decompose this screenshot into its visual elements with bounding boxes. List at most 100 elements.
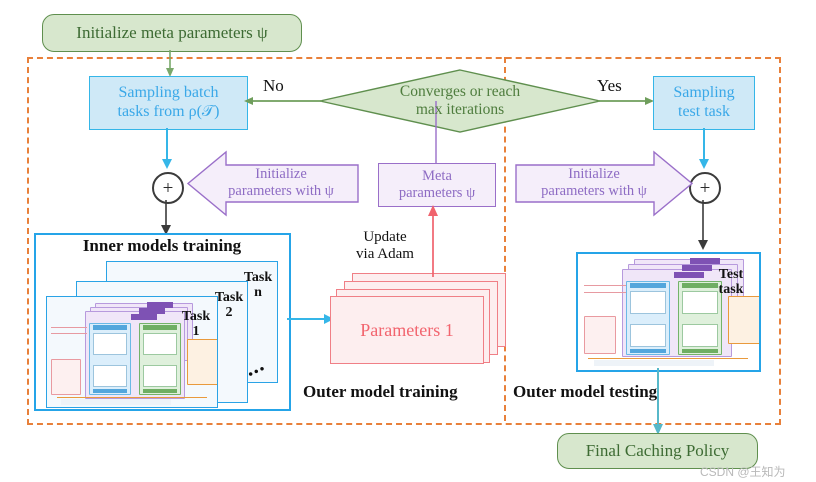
test-task-label: Test task xyxy=(709,262,753,304)
mini-critic-footer xyxy=(143,389,177,393)
test-environment-panel xyxy=(584,316,616,354)
test-agent-tag-2 xyxy=(682,265,712,271)
final-caching-policy-label: Final Caching Policy xyxy=(585,441,730,461)
line-meta-to-decision xyxy=(435,101,437,163)
test-critic-net-target xyxy=(682,324,718,347)
arrow-plus-right-to-test xyxy=(698,200,708,250)
arrow-yes-branch xyxy=(598,97,654,105)
arrow-no-branch xyxy=(244,97,322,105)
init-params-right-arrow-shape xyxy=(515,150,694,217)
test-update-line xyxy=(588,358,748,359)
test-agent-tag-3 xyxy=(690,258,720,264)
sampling-test-line2: test task xyxy=(678,103,730,120)
mini-agent-tag-2 xyxy=(139,308,165,314)
plus-circle-right: + xyxy=(689,172,721,204)
init-params-left-label: Initialize parameters with ψ xyxy=(210,163,352,203)
test-task-container xyxy=(576,252,761,372)
init-left-line2: parameters with ψ xyxy=(228,183,334,199)
mini-critic-header xyxy=(143,325,177,330)
decision-yes-label: Yes xyxy=(597,76,622,95)
parameters-label: Parameters 1 xyxy=(360,319,454,340)
test-formula-box xyxy=(594,360,714,366)
plus-circle-left: + xyxy=(152,172,184,204)
start-node-label: Initialize meta parameters ψ xyxy=(76,23,268,43)
task-card-n-label: Task n xyxy=(239,266,277,306)
update-adam-line2: via Adam xyxy=(356,246,414,262)
sampling-batch-line1: Sampling batch xyxy=(118,84,219,102)
mini-flow-line-a xyxy=(51,327,87,328)
task-2-line1: Task xyxy=(214,290,244,306)
arrow-inner-to-parameters xyxy=(287,314,334,324)
test-flow-line-b xyxy=(584,292,626,293)
arrow-test-to-final-policy xyxy=(653,368,663,435)
decision-no-label: No xyxy=(263,76,284,95)
meta-params-line2: parameters ψ xyxy=(398,185,476,201)
sampling-batch-line2: tasks from ρ(𝒯) xyxy=(117,103,220,120)
inner-models-training-label: Inner models training xyxy=(82,236,242,255)
watermark: CSDN @王知为 xyxy=(700,465,786,479)
task-n-line2: n xyxy=(254,285,262,300)
outer-model-testing-label: Outer model testing xyxy=(513,382,658,401)
plus-right-label: + xyxy=(699,177,711,199)
start-node: Initialize meta parameters ψ xyxy=(42,14,302,52)
test-critic-header xyxy=(682,283,718,288)
parameters-card-front: Parameters 1 xyxy=(330,296,484,364)
decision-line2: max iterations xyxy=(415,101,505,118)
train-test-divider xyxy=(504,57,506,421)
mini-replay-buffer xyxy=(187,339,217,385)
task-n-line1: Task xyxy=(243,270,273,286)
test-replay-buffer xyxy=(728,296,759,344)
test-task-line2: task xyxy=(718,282,744,297)
meta-params-line1: Meta xyxy=(422,168,452,185)
arrow-start-to-sampling xyxy=(166,50,174,77)
test-actor-header xyxy=(630,283,666,288)
mini-actor-net-online xyxy=(93,333,127,355)
outer-dashed-boundary xyxy=(27,57,781,425)
test-flow-line-a xyxy=(584,285,626,286)
test-critic-footer xyxy=(682,349,718,353)
test-actor-footer xyxy=(630,349,666,353)
mini-update-line xyxy=(57,397,207,398)
task-1-line2: 1 xyxy=(192,324,200,339)
decision-line1: Converges or reach xyxy=(399,83,521,101)
final-caching-policy-node: Final Caching Policy xyxy=(557,433,758,469)
mini-formula-box xyxy=(61,399,171,405)
arrow-sampling-to-plus-left xyxy=(162,128,172,169)
mini-actor-header xyxy=(93,325,127,330)
sampling-test-line1: Sampling xyxy=(673,84,735,102)
test-actor-net-online xyxy=(630,291,666,314)
mini-critic-net-target xyxy=(143,365,177,387)
mini-agent-tag-1 xyxy=(131,314,157,320)
outer-model-training-label: Outer model training xyxy=(303,382,458,401)
init-params-left-arrow-shape xyxy=(186,150,359,217)
mini-environment-panel xyxy=(51,359,81,395)
arrow-update-via-adam xyxy=(428,205,438,277)
mini-critic-net-online xyxy=(143,333,177,355)
decision-diamond xyxy=(319,69,601,133)
init-right-line2: parameters with ψ xyxy=(541,183,647,199)
init-right-line1: Initialize xyxy=(568,166,620,183)
task-1-line1: Task xyxy=(181,309,211,325)
sampling-test-box: Sampling test task xyxy=(653,76,755,130)
task-card-2-label: Task 2 xyxy=(210,286,248,326)
task-card-1 xyxy=(46,296,218,408)
arrow-plus-left-to-inner xyxy=(161,200,171,235)
test-critic-net-online xyxy=(682,291,718,314)
decision-label: Converges or reach max iterations xyxy=(350,78,570,124)
mini-agent-tag-3 xyxy=(147,302,173,308)
test-actor-net-target xyxy=(630,324,666,347)
init-params-right-label: Initialize parameters with ψ xyxy=(524,163,664,203)
update-via-adam-label: Update via Adam xyxy=(345,226,425,266)
update-adam-line1: Update xyxy=(363,229,407,245)
init-left-line1: Initialize xyxy=(255,166,307,183)
sampling-batch-box: Sampling batch tasks from ρ(𝒯) xyxy=(89,76,248,130)
task-card-1-label: Task 1 xyxy=(177,305,215,345)
test-agent-tag-1 xyxy=(674,272,704,278)
meta-parameters-box: Meta parameters ψ xyxy=(378,163,496,207)
mini-flow-line-b xyxy=(51,333,87,334)
task-2-line2: 2 xyxy=(225,305,233,320)
mini-actor-net-target xyxy=(93,365,127,387)
mini-actor-footer xyxy=(93,389,127,393)
test-task-line1: Test xyxy=(718,267,744,283)
plus-left-label: + xyxy=(162,177,174,199)
